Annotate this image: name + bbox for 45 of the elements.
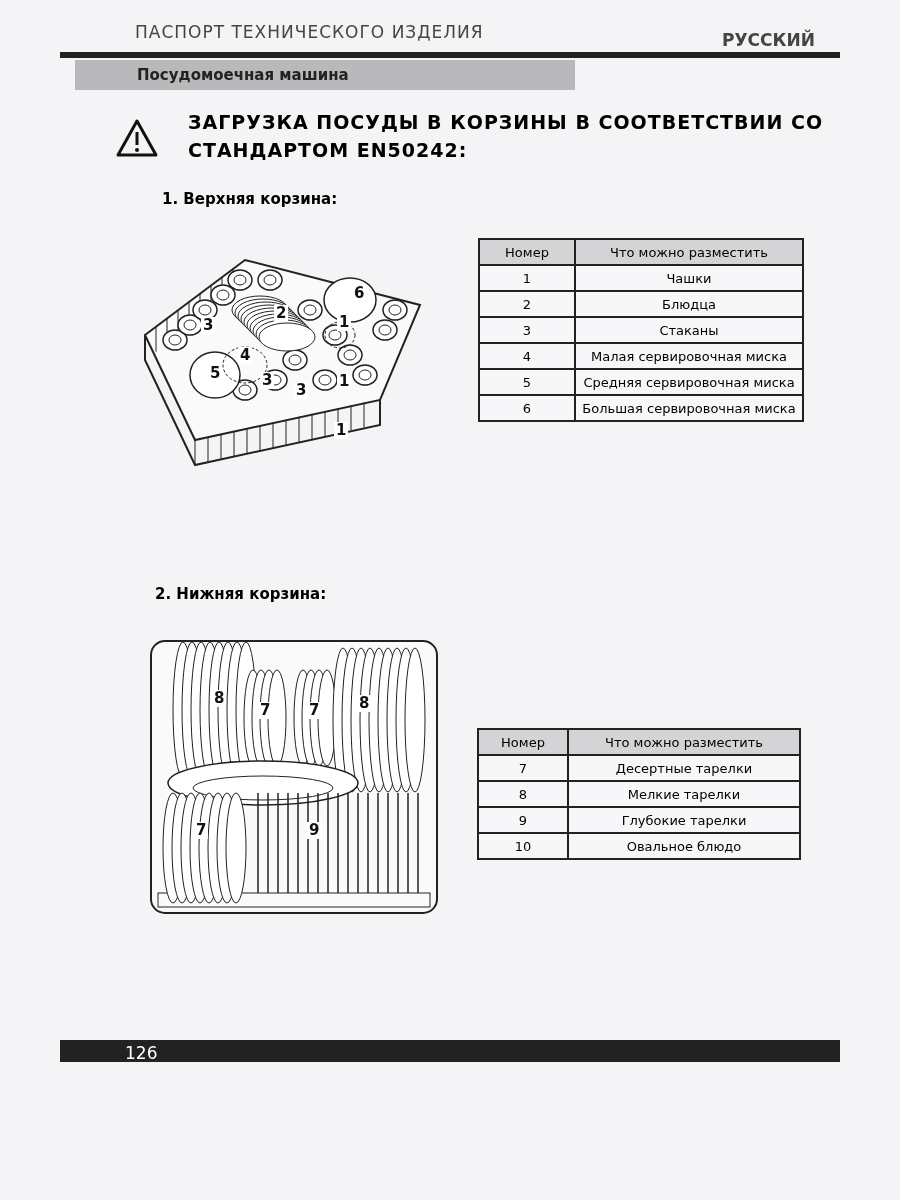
callout-number: 1 xyxy=(334,422,349,439)
header-cell: Что можно разместить xyxy=(568,729,800,755)
table-cell: Блюдца xyxy=(575,291,803,317)
callout-number: 3 xyxy=(260,372,275,389)
table-cell: Мелкие тарелки xyxy=(568,781,800,807)
table-cell: 8 xyxy=(478,781,568,807)
table-cell: 1 xyxy=(479,265,575,291)
table-cell: Большая сервировочная миска xyxy=(575,395,803,421)
callout-number: 7 xyxy=(307,702,322,719)
callout-number: 9 xyxy=(307,822,322,839)
header-text: Посудомоечная машина xyxy=(137,66,349,84)
table-cell: Глубокие тарелки xyxy=(568,807,800,833)
table-cell: 5 xyxy=(479,369,575,395)
callout-number: 7 xyxy=(194,822,209,839)
callout-number: 2 xyxy=(274,305,289,322)
callout-number: 8 xyxy=(212,690,227,707)
table-cell: 9 xyxy=(478,807,568,833)
callout-number: 3 xyxy=(294,382,309,399)
header-text: ПАСПОРТ ТЕХНИЧЕСКОГО ИЗДЕЛИЯ xyxy=(135,22,484,42)
callout-number: 8 xyxy=(357,695,372,712)
header-cell: Что можно разместить xyxy=(575,239,803,265)
callout-number: 7 xyxy=(258,702,273,719)
table-cell: 10 xyxy=(478,833,568,859)
table-cell: 2 xyxy=(479,291,575,317)
callout-number: 1 xyxy=(337,314,352,331)
title: ЗАГРУЗКА ПОСУДЫ В КОРЗИНЫ В СООТВЕТСТВИИ СО СТАНДАРТОМ EN50242: xyxy=(188,110,825,163)
language-label: РУССКИЙ xyxy=(722,30,815,50)
table-cell: Стаканы xyxy=(575,317,803,343)
table-cell: Десертные тарелки xyxy=(568,755,800,781)
table-cell: 4 xyxy=(479,343,575,369)
page-number: 126 xyxy=(125,1043,158,1063)
header-cell: Номер xyxy=(479,239,575,265)
table-cell: 7 xyxy=(478,755,568,781)
table-cell: 6 xyxy=(479,395,575,421)
table-cell: Чашки xyxy=(575,265,803,291)
section-heading: 1. Верхняя корзина: xyxy=(162,190,338,208)
callout-number: 3 xyxy=(201,317,216,334)
section-heading: 2. Нижняя корзина: xyxy=(155,585,327,603)
table-cell: Малая сервировочная миска xyxy=(575,343,803,369)
table-cell: 3 xyxy=(479,317,575,343)
table-cell: Средняя сервировочная миска xyxy=(575,369,803,395)
callout-number: 4 xyxy=(238,347,253,364)
table-cell: Овальное блюдо xyxy=(568,833,800,859)
callout-number: 1 xyxy=(337,373,352,390)
header-cell: Номер xyxy=(478,729,568,755)
